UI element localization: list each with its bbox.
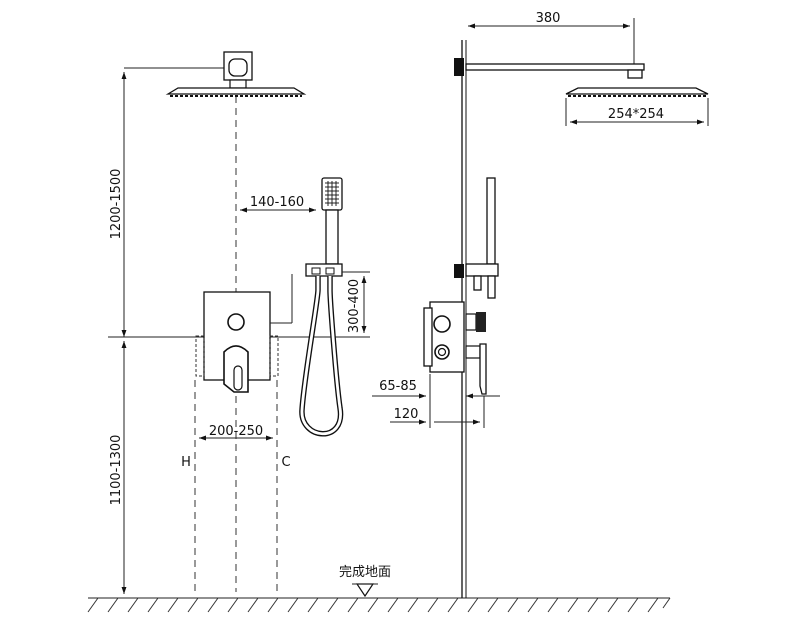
hand-shower-front xyxy=(299,177,344,437)
side-view: 380 254*254 xyxy=(372,11,709,598)
diverter-stem xyxy=(465,313,477,331)
height-upper-label: 1200-1500 xyxy=(109,169,124,240)
floor-level-triangle-icon xyxy=(355,583,375,598)
outlet-stem-a xyxy=(473,275,482,291)
depth-a-label: 65-85 xyxy=(379,379,417,394)
floor-hatching xyxy=(87,597,671,613)
depth-dimensions: 65-85 120 xyxy=(372,374,500,428)
cold-label: C xyxy=(281,455,290,470)
hand-shower-side xyxy=(454,177,499,299)
height-lower-label: 1100-1300 xyxy=(109,435,124,506)
finished-floor: 完成地面 xyxy=(87,565,671,613)
shower-head-side-plate xyxy=(565,87,709,95)
arm-elbow xyxy=(627,69,643,79)
diverter-knob-side xyxy=(476,312,486,332)
ceiling-arm-connector xyxy=(228,58,248,77)
rain-shower-head-front xyxy=(165,51,307,97)
holder-cap-right xyxy=(325,267,335,275)
arm-length-dimension: 380 xyxy=(468,11,635,68)
arm-length-label: 380 xyxy=(536,11,561,26)
valve-body-side xyxy=(423,301,487,395)
inlet-spacing-label: 200-250 xyxy=(209,424,263,439)
handshower-offset-dimension: 140-160 xyxy=(240,195,316,213)
outlet-height-label: 300-400 xyxy=(347,279,362,333)
valve-box-outline-left xyxy=(195,335,205,377)
valve-box-side xyxy=(429,301,465,373)
shower-hose-inner xyxy=(300,276,342,436)
outlet-stem-b xyxy=(487,275,496,299)
holder-cap-left xyxy=(311,267,321,275)
wall-outlet-holder xyxy=(305,263,343,277)
shower-head-plate xyxy=(165,87,307,95)
valve-body-front xyxy=(195,274,293,393)
mixer-stem xyxy=(465,345,481,359)
valve-box-outline-right xyxy=(269,335,279,377)
wall-flange-side xyxy=(454,58,464,76)
rain-shower-head-side: 254*254 xyxy=(565,87,709,126)
valve-box-back xyxy=(423,307,433,367)
shower-arm-side xyxy=(454,58,645,79)
front-view: 1200-1500 1100-1300 xyxy=(108,51,370,594)
diverter-knob xyxy=(227,313,245,331)
hot-label: H xyxy=(181,455,191,470)
handshower-offset-label: 140-160 xyxy=(250,195,304,210)
inlet-spacing-dimension: 200-250 H C xyxy=(181,380,291,592)
mixer-handle-side xyxy=(479,343,487,395)
hand-shower-side-body xyxy=(486,177,496,265)
depth-b-label: 120 xyxy=(394,407,419,422)
head-size-label: 254*254 xyxy=(608,107,664,122)
head-neck xyxy=(229,79,247,89)
outlet-height-dimension: 300-400 xyxy=(342,271,370,333)
hand-shower-handle xyxy=(325,209,339,265)
mixer-handle-slot xyxy=(233,365,243,391)
hand-shower-nozzles xyxy=(325,181,339,206)
floor-label: 完成地面 xyxy=(339,565,391,580)
outlet-holder-side xyxy=(465,263,499,277)
valve-port-upper xyxy=(433,315,451,333)
shower-arm xyxy=(465,63,645,71)
valve-port-lower-inner xyxy=(437,347,447,357)
outlet-wall-flange xyxy=(454,264,464,278)
